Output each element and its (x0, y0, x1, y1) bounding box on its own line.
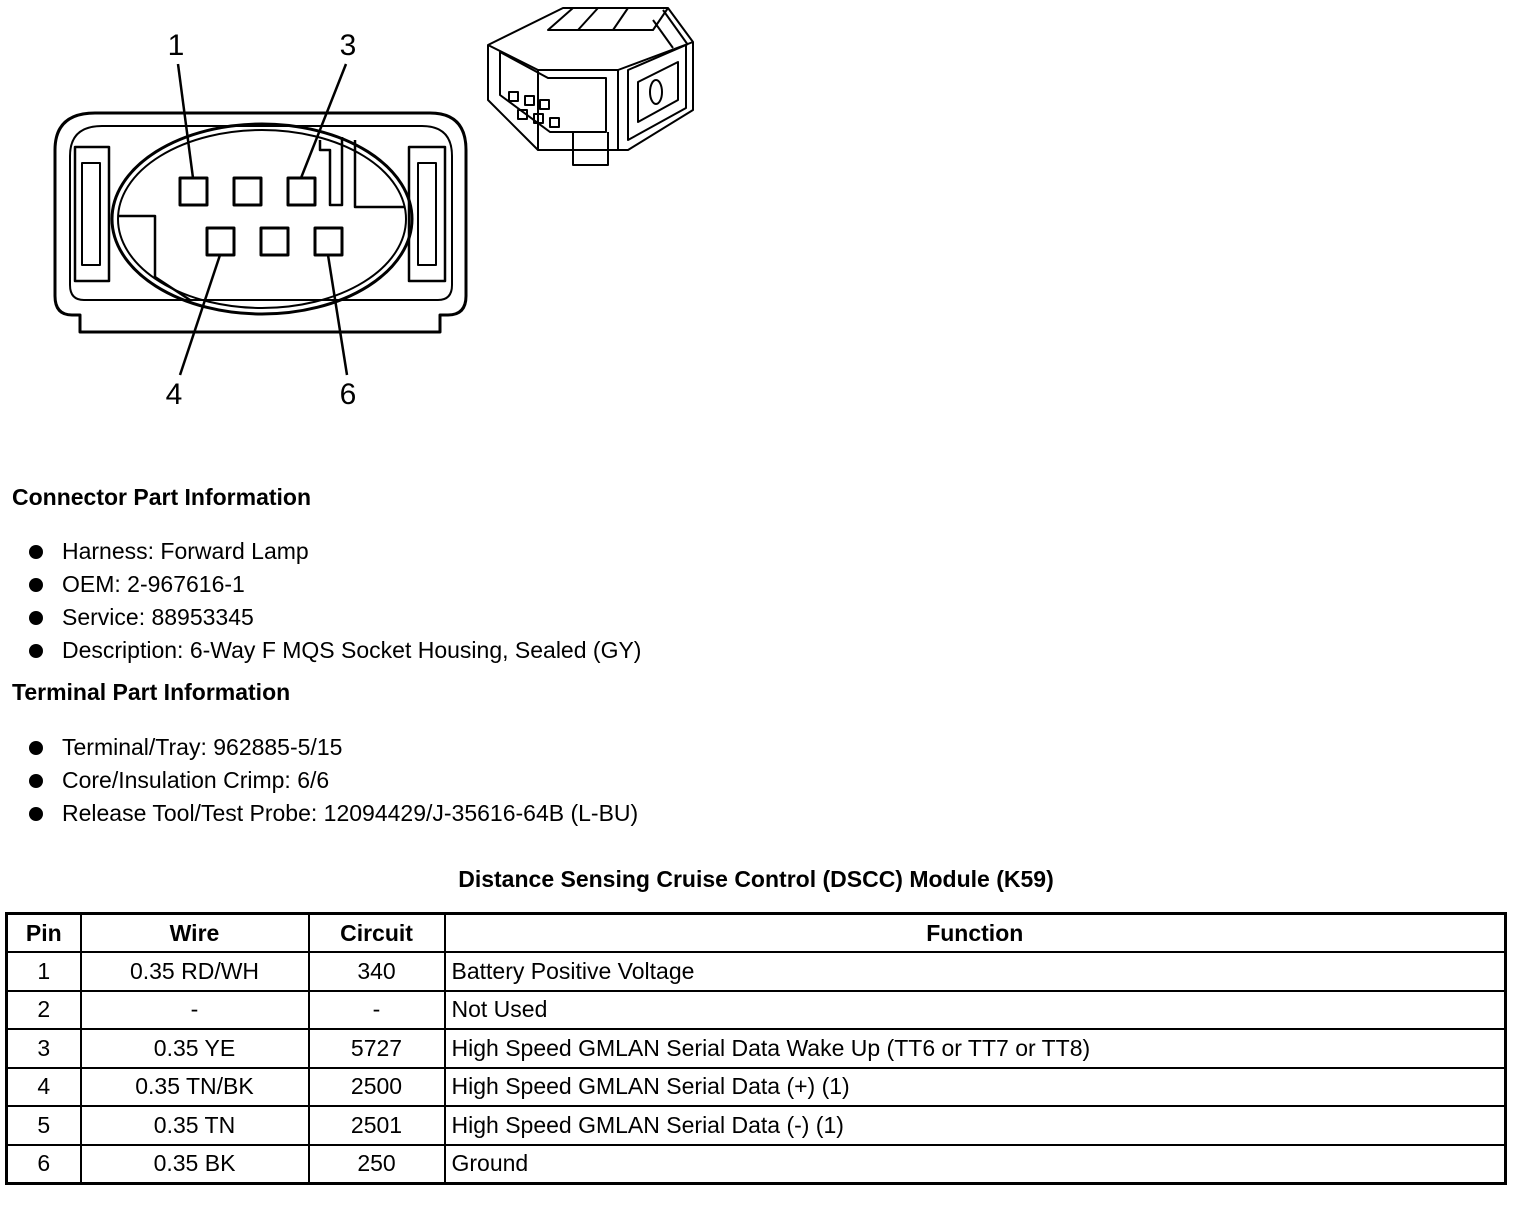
bullet-icon (29, 578, 43, 592)
wire-cell: - (79, 989, 310, 1030)
pin-cell: 6 (5, 1143, 82, 1184)
circuit-cell: 250 (307, 1143, 446, 1184)
bullet-icon (29, 741, 43, 755)
list-item: OEM: 2-967616-1 (0, 568, 641, 601)
table-row: 4 0.35 TN/BK 2500 High Speed GMLAN Seria… (5, 1066, 1507, 1107)
bullet-icon (29, 807, 43, 821)
left-latch (73, 145, 111, 283)
function-cell: High Speed GMLAN Serial Data Wake Up (TT… (443, 1028, 1507, 1069)
column-header-pin: Pin (5, 912, 82, 953)
column-header-wire: Wire (79, 912, 310, 953)
housing-outline (53, 111, 468, 334)
pin-label-3: 3 (340, 29, 357, 62)
list-item: Harness: Forward Lamp (0, 535, 641, 568)
cavity-1 (178, 176, 209, 207)
table-header-row: Pin Wire Circuit Function (5, 912, 1507, 953)
leader-6 (326, 254, 349, 376)
table-row: 3 0.35 YE 5727 High Speed GMLAN Serial D… (5, 1028, 1507, 1069)
wire-cell: 0.35 BK (79, 1143, 310, 1184)
circuit-cell: - (307, 989, 446, 1030)
pin-label-4: 4 (166, 378, 183, 411)
function-cell: Not Used (443, 989, 1507, 1030)
cavity-3 (286, 176, 317, 207)
left-latch-inner (81, 162, 101, 266)
mating-face-inner (117, 129, 407, 309)
terminal-part-info-list: Terminal/Tray: 962885-5/15 Core/Insulati… (0, 731, 638, 830)
function-cell: High Speed GMLAN Serial Data (+) (1) (443, 1066, 1507, 1107)
wire-cell: 0.35 TN/BK (79, 1066, 310, 1107)
keying-profile (118, 214, 191, 302)
right-latch-inner (417, 162, 437, 266)
list-item: Release Tool/Test Probe: 12094429/J-3561… (0, 797, 638, 830)
keying-rib-right (353, 140, 404, 209)
list-item: Description: 6-Way F MQS Socket Housing,… (0, 634, 641, 667)
column-header-function: Function (443, 912, 1507, 953)
pin-cell: 3 (5, 1028, 82, 1069)
table-row: 6 0.35 BK 250 Ground (5, 1143, 1507, 1184)
keying-rib (318, 137, 344, 207)
cavity-2 (232, 176, 263, 207)
list-item: Service: 88953345 (0, 601, 641, 634)
pin-cell: 5 (5, 1105, 82, 1146)
column-header-circuit: Circuit (307, 912, 446, 953)
connector-part-info-heading: Connector Part Information (12, 484, 312, 510)
list-item: Terminal/Tray: 962885-5/15 (0, 731, 638, 764)
connector-3d-view (487, 7, 694, 166)
leader-1 (176, 63, 195, 179)
terminal-part-info-heading: Terminal Part Information (12, 679, 291, 705)
bullet-icon (29, 611, 43, 625)
leader-4 (178, 254, 222, 376)
function-cell: Ground (443, 1143, 1507, 1184)
table-title: Distance Sensing Cruise Control (DSCC) M… (458, 866, 1054, 892)
circuit-cell: 5727 (307, 1028, 446, 1069)
leader-3 (299, 63, 348, 179)
function-cell: Battery Positive Voltage (443, 951, 1507, 992)
cavity-4 (205, 226, 236, 257)
mating-face (110, 122, 414, 316)
pin-cell: 2 (5, 989, 82, 1030)
wire-cell: 0.35 TN (79, 1105, 310, 1146)
connector-face-diagram: 1 3 4 6 (53, 29, 468, 411)
circuit-cell: 2500 (307, 1066, 446, 1107)
wire-cell: 0.35 RD/WH (79, 951, 310, 992)
pin-label-6: 6 (340, 378, 357, 411)
connector-part-info-list: Harness: Forward Lamp OEM: 2-967616-1 Se… (0, 535, 641, 667)
cavity-6 (313, 226, 344, 257)
table-row: 2 - - Not Used (5, 989, 1507, 1030)
housing-inner-outline (69, 125, 453, 301)
table-row: 1 0.35 RD/WH 340 Battery Positive Voltag… (5, 951, 1507, 992)
circuit-cell: 2501 (307, 1105, 446, 1146)
cavity-5 (259, 226, 290, 257)
pin-cell: 4 (5, 1066, 82, 1107)
circuit-cell: 340 (307, 951, 446, 992)
bullet-icon (29, 545, 43, 559)
list-item: Core/Insulation Crimp: 6/6 (0, 764, 638, 797)
wire-cell: 0.35 YE (79, 1028, 310, 1069)
table-row: 5 0.35 TN 2501 High Speed GMLAN Serial D… (5, 1105, 1507, 1146)
pin-label-1: 1 (168, 29, 185, 62)
pin-cell: 1 (5, 951, 82, 992)
bullet-icon (29, 774, 43, 788)
function-cell: High Speed GMLAN Serial Data (-) (1) (443, 1105, 1507, 1146)
bullet-icon (29, 644, 43, 658)
pin-table: Pin Wire Circuit Function 1 0.35 RD/WH 3… (5, 912, 1507, 1185)
right-latch (407, 145, 447, 283)
